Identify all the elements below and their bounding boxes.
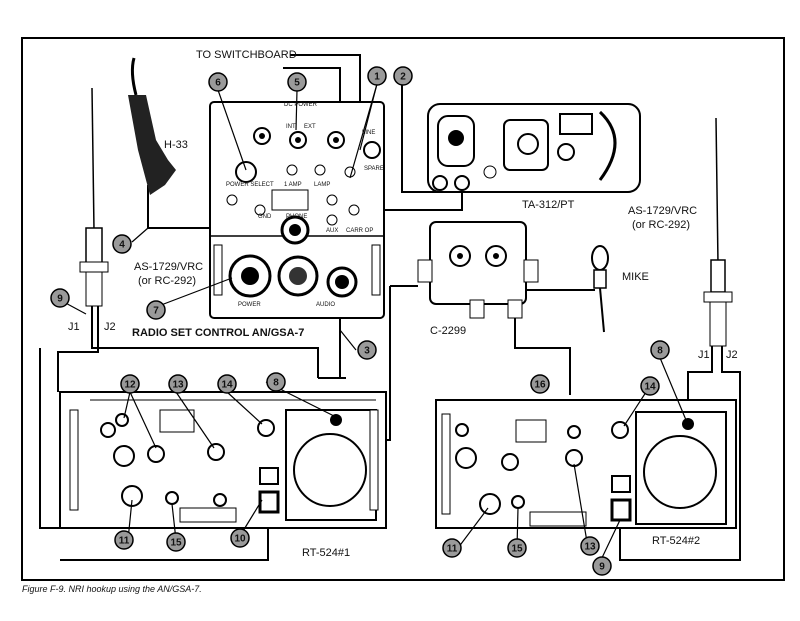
lamp2-label: LAMP (314, 182, 330, 188)
callout-number: 2 (400, 72, 406, 83)
lamp1-label: 1 AMP (284, 182, 302, 188)
callout-number: 13 (172, 380, 184, 391)
callout-9: 9 (50, 288, 70, 308)
figure-frame (21, 37, 785, 581)
callout-number: 6 (215, 78, 221, 89)
callout-11: 11 (442, 538, 462, 558)
antenna-center-label: AS-1729/VRC (134, 261, 203, 273)
callout-number: 11 (119, 536, 130, 547)
callout-number: 9 (599, 562, 605, 573)
callout-number: 16 (534, 380, 546, 391)
callout-14: 14 (217, 374, 237, 394)
aux-label: AUX (326, 228, 338, 234)
callout-3: 3 (357, 340, 377, 360)
callout-number: 1 (374, 72, 380, 83)
callout-10: 10 (230, 528, 250, 548)
callout-15: 15 (507, 538, 527, 558)
callout-7: 7 (146, 300, 166, 320)
callout-number: 13 (584, 542, 596, 553)
figure-caption: Figure F-9. NRI hookup using the AN/GSA-… (22, 584, 202, 594)
callout-number: 14 (221, 380, 233, 391)
rt2-label: RT-524#2 (652, 535, 700, 547)
ext-label: EXT (304, 124, 316, 130)
antenna-center-alt-label: (or RC-292) (138, 275, 196, 287)
rt524-2 (435, 399, 737, 529)
antenna-right-alt-label: (or RC-292) (632, 219, 690, 231)
callout-1: 1 (367, 66, 387, 86)
rt1-label: RT-524#1 (302, 547, 350, 559)
j1-left-label: J1 (68, 321, 80, 333)
callout-number: 5 (294, 78, 300, 89)
callout-2: 2 (393, 66, 413, 86)
callout-13: 13 (580, 536, 600, 556)
callout-number: 8 (273, 378, 279, 389)
spare-label: SPARE (364, 166, 384, 172)
callout-number: 8 (657, 346, 663, 357)
callout-number: 11 (447, 544, 458, 555)
power-select-label: POWER SELECT (226, 182, 274, 188)
callout-8: 8 (266, 372, 286, 392)
radio-set-control-label: RADIO SET CONTROL AN/GSA-7 (132, 327, 304, 339)
antenna-right (703, 117, 733, 347)
antenna-left (79, 87, 109, 307)
callout-6: 6 (208, 72, 228, 92)
j2-right-label: J2 (726, 349, 738, 361)
h33-handset (128, 57, 176, 195)
callout-number: 7 (153, 306, 159, 317)
callout-15: 15 (166, 532, 186, 552)
callout-number: 14 (644, 382, 656, 393)
mike-label: MIKE (622, 271, 649, 283)
callout-4: 4 (112, 234, 132, 254)
carr-op-label: CARR OP (346, 228, 373, 234)
antenna-right-label: AS-1729/VRC (628, 205, 697, 217)
microphone (591, 245, 609, 333)
callout-number: 4 (119, 240, 125, 251)
ta312-telephone (427, 103, 641, 193)
dc-power-label: DC POWER (284, 102, 318, 108)
callout-13: 13 (168, 374, 188, 394)
ta312-label: TA-312/PT (522, 199, 575, 211)
rt524-1 (59, 391, 387, 529)
c2299-unit (417, 221, 539, 319)
callout-number: 15 (170, 538, 182, 549)
phone-label: PHONE (286, 214, 307, 220)
diagram-labels: TO SWITCHBOARD H-33 TA-312/PT AS-1729/VR… (68, 49, 738, 559)
callout-number: 9 (57, 294, 63, 305)
c2299-label: C-2299 (430, 325, 466, 337)
panel-labels: DC POWER POWER SELECT PHONE AUX GND POWE… (226, 102, 384, 308)
gnd-label: GND (258, 214, 272, 220)
callout-11: 11 (114, 530, 134, 550)
callout-number: 12 (124, 380, 136, 391)
h33-label: H-33 (164, 139, 188, 151)
power-conn-label: POWER (238, 302, 261, 308)
line-label: LINE (362, 130, 375, 136)
callout-14: 14 (640, 376, 660, 396)
gsa7-control-unit (209, 101, 385, 319)
callout-16: 16 (530, 374, 550, 394)
callout-5: 5 (287, 72, 307, 92)
callout-8: 8 (650, 340, 670, 360)
callout-9: 9 (592, 556, 612, 576)
j2-left-label: J2 (104, 321, 116, 333)
callout-12: 12 (120, 374, 140, 394)
callout-number: 3 (364, 346, 370, 357)
audio-conn-label: AUDIO (316, 302, 335, 308)
int-label: INT (286, 124, 296, 130)
callout-number: 15 (511, 544, 523, 555)
j1-right-label: J1 (698, 349, 710, 361)
to-switchboard-label: TO SWITCHBOARD (196, 49, 297, 61)
callout-number: 10 (234, 534, 246, 545)
